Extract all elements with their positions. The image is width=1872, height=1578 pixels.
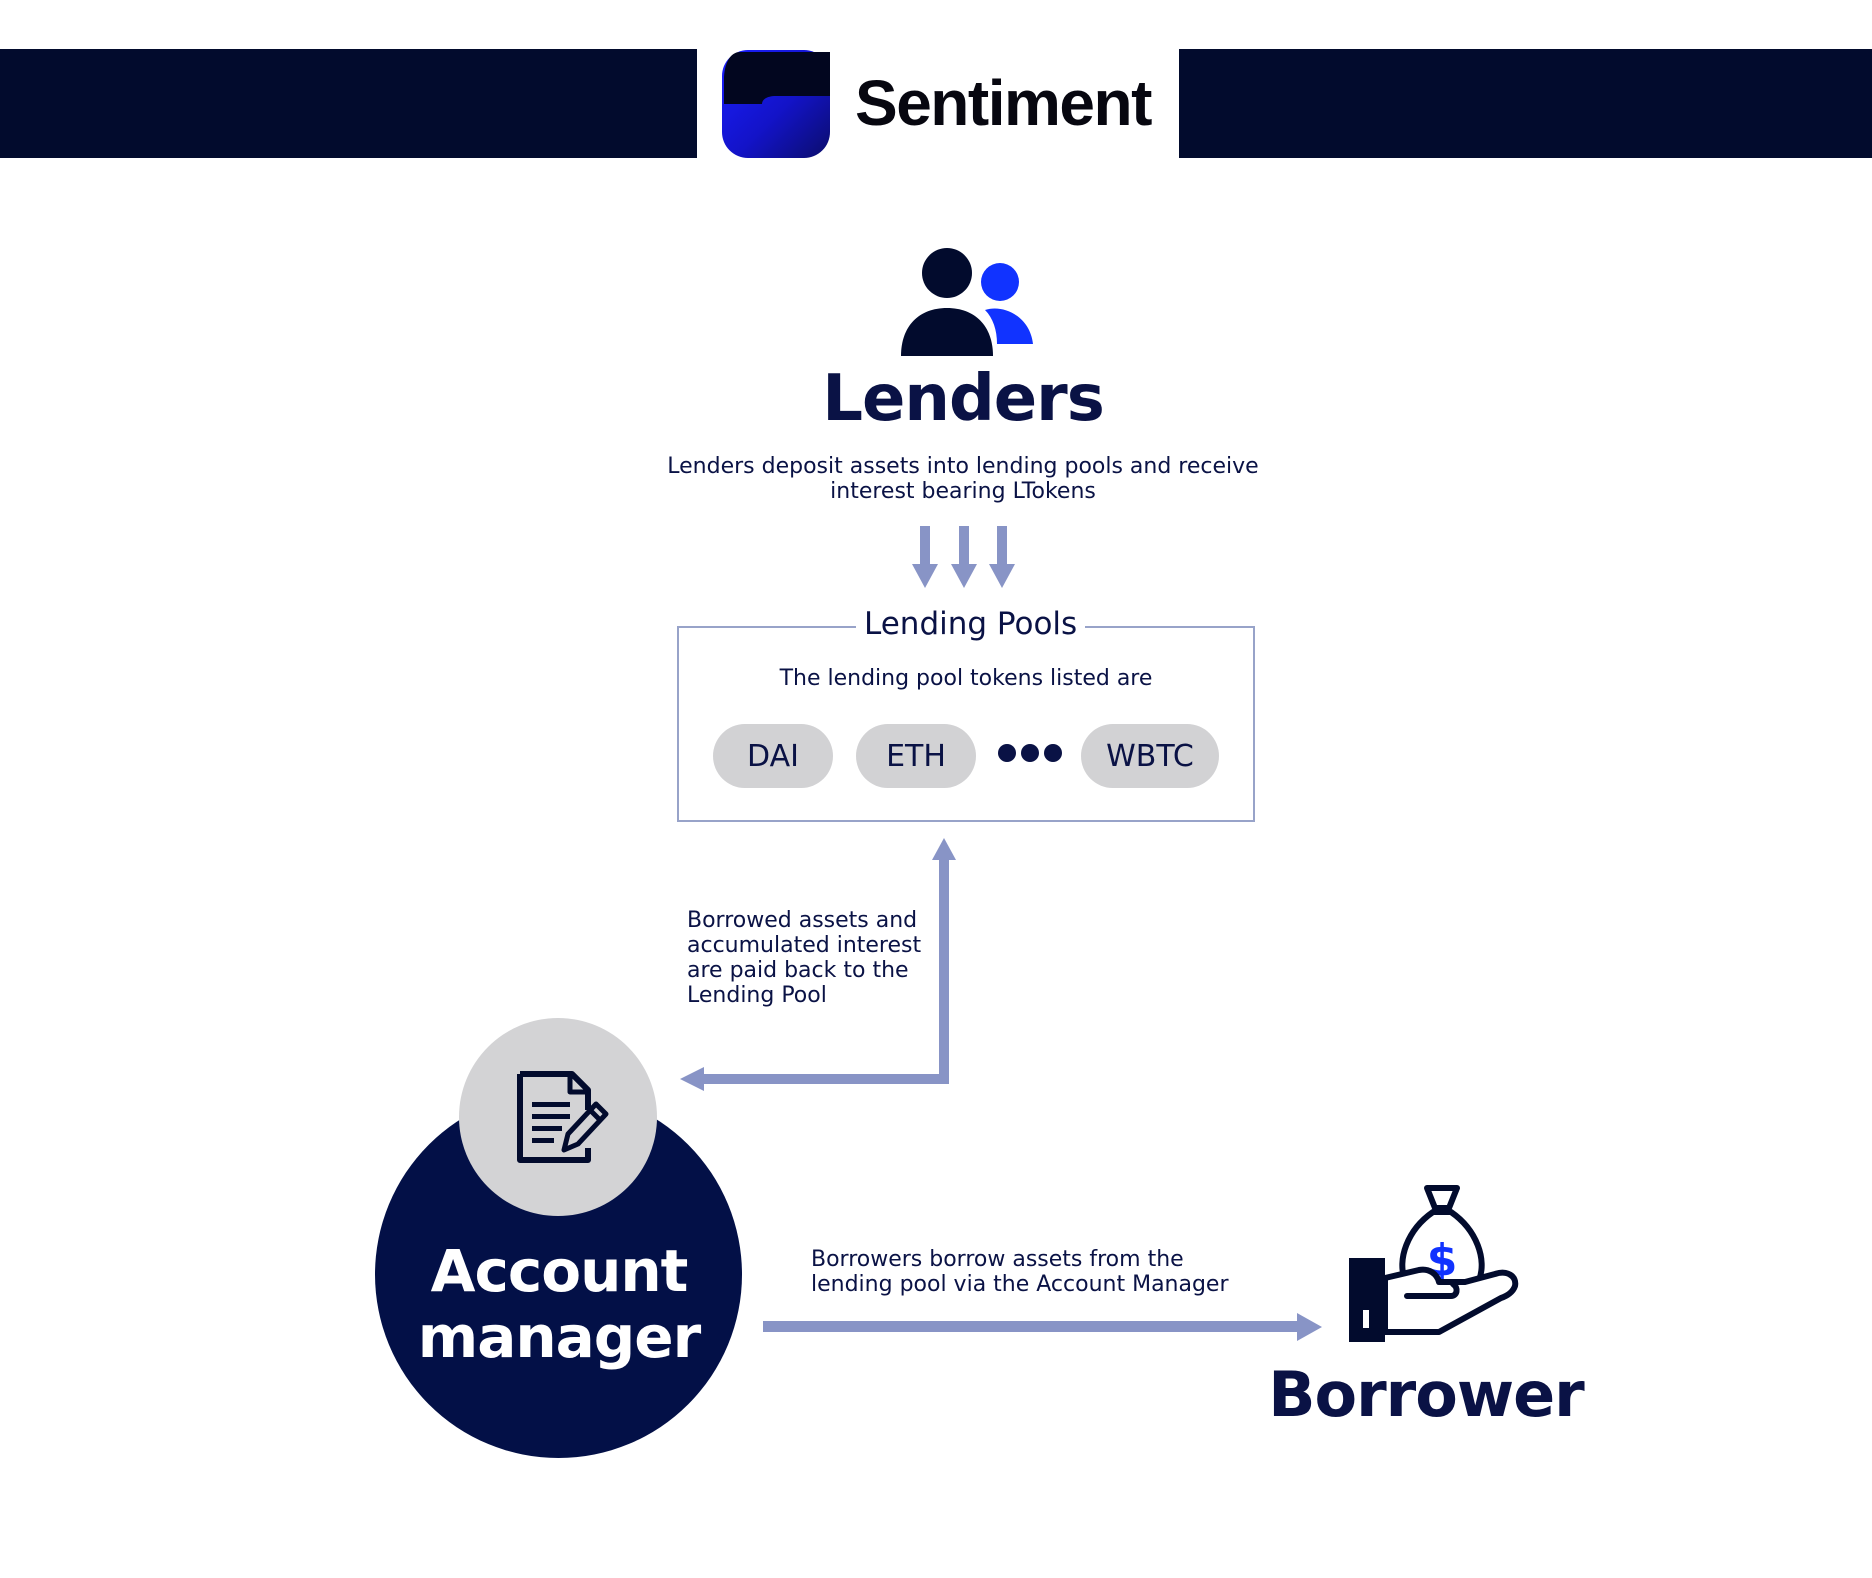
hand-money-bag-icon: $ (1349, 1185, 1519, 1342)
repay-arrow-horizontal (700, 1074, 949, 1084)
lending-pools-description: The lending pool tokens listed are (779, 666, 1153, 691)
repay-arrow-vertical (939, 856, 949, 1084)
repay-arrow-head-left (680, 1067, 704, 1091)
borrow-arrow-head (1297, 1313, 1322, 1341)
lending-pools-title: Lending Pools (856, 606, 1086, 642)
borrow-flow-label: Borrowers borrow assets from the lending… (811, 1247, 1231, 1297)
deposit-arrow-head (989, 564, 1015, 588)
borrow-flow-label-line: Borrowers borrow assets from the (811, 1247, 1184, 1272)
lenders-description-line: interest bearing LTokens (830, 479, 1096, 504)
repay-arrow (680, 838, 956, 1091)
lenders-description-line: Lenders deposit assets into lending pool… (667, 454, 1259, 479)
repay-arrow-head-up (932, 838, 956, 860)
token-pill-eth: ETH (856, 724, 976, 788)
deposit-arrow-shaft (920, 526, 930, 566)
deposit-arrows (912, 526, 1015, 588)
repay-flow-label: Borrowed assets and accumulated interest… (687, 908, 937, 1008)
users-group-icon (901, 248, 1033, 356)
deposit-arrow-head (951, 564, 977, 588)
lenders-description: Lenders deposit assets into lending pool… (640, 454, 1286, 504)
repay-flow-label-line: Borrowed assets and (687, 908, 918, 933)
borrow-arrow-shaft (763, 1321, 1301, 1332)
borrow-flow-label-line: lending pool via the Account Manager (811, 1272, 1229, 1297)
sentiment-s-logo-icon (722, 50, 830, 158)
account-manager-title: Account manager (400, 1238, 718, 1370)
header-bar-left (0, 49, 697, 158)
token-pill-wbtc: WBTC (1081, 724, 1219, 788)
token-pill-dai: DAI (713, 724, 833, 788)
brand-name: Sentiment (855, 67, 1152, 139)
deposit-arrow-shaft (997, 526, 1007, 566)
repay-flow-label-line: accumulated interest (687, 933, 922, 958)
repay-flow-label-line: are paid back to the (687, 958, 909, 983)
header-bar-right (1179, 49, 1872, 158)
account-manager-title-line: manager (417, 1303, 701, 1371)
ellipsis-dots-icon (998, 744, 1062, 762)
deposit-arrow-shaft (959, 526, 969, 566)
borrow-arrow (763, 1313, 1322, 1341)
borrower-title: Borrower (1268, 1358, 1585, 1431)
document-edit-icon (517, 1071, 609, 1163)
repay-flow-label-line: Lending Pool (687, 983, 827, 1008)
deposit-arrow-head (912, 564, 938, 588)
account-manager-title-line: Account (430, 1237, 689, 1305)
lenders-title: Lenders (822, 362, 1105, 436)
